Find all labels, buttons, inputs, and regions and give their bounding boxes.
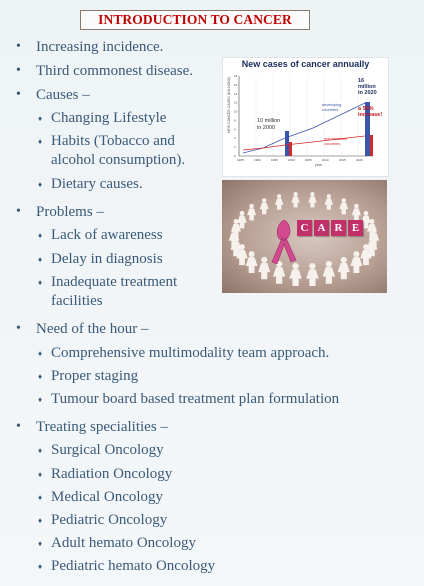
figure-x-tick-label: 2010	[322, 158, 329, 162]
photo-svg	[228, 192, 380, 287]
paper-people-ring	[228, 192, 380, 287]
paper-person	[306, 262, 319, 287]
figure-x-tick-label: 2000	[288, 158, 295, 162]
sub-bullet-multimodality: Comprehensive multimodality team approac…	[38, 344, 329, 363]
sub-bullet-inadequate-cont: facilities	[51, 293, 103, 309]
bullet-need-of-hour: Need of the hour –	[16, 320, 149, 338]
figure-y-tick-label: 12	[234, 101, 238, 105]
figure-label-2020: 16 million in 2020	[358, 78, 377, 96]
sub-bullet-habits-cont: alcohol consumption).	[51, 152, 186, 168]
sub-bullet-awareness: Lack of awareness	[38, 226, 163, 245]
sub-bullet-surgical: Surgical Oncology	[38, 441, 164, 460]
sub-bullet-dietary: Dietary causes.	[38, 175, 143, 194]
paper-person	[308, 192, 317, 208]
figure-y-tick-label: 2	[234, 145, 236, 149]
figure-svg: NEW CANCER CASES (MILLIONS) 0 2 4 6 8 10 12 14 1…	[227, 74, 382, 167]
paper-person	[291, 192, 300, 208]
figure-bar-2000-industrialized	[289, 142, 292, 156]
paper-person	[324, 194, 334, 210]
figure-xlabel: year	[315, 163, 323, 167]
care-ribbon-photo: C A R E	[222, 180, 387, 293]
figure-y-tick-label: 6	[234, 127, 236, 131]
sub-bullet-habits: Habits (Tobacco and	[38, 132, 175, 151]
figure-title: New cases of cancer annually	[241, 59, 370, 69]
figure-line-industrialized	[242, 135, 366, 151]
figure-y-tick-label: 8	[234, 118, 236, 122]
paper-person	[350, 251, 363, 273]
sub-bullet-changing-lifestyle: Changing Lifestyle	[38, 109, 166, 128]
figure-label-2000: 10 million in 2000	[257, 118, 282, 131]
paper-person	[272, 260, 286, 284]
bullet-increasing-incidence: Increasing incidence.	[16, 38, 164, 56]
figure-x-tick-label: 1985	[237, 158, 244, 162]
bullet-causes: Causes –	[16, 86, 90, 104]
paper-person	[360, 244, 372, 266]
figure-ylabel: NEW CANCER CASES (MILLIONS)	[227, 77, 231, 133]
sub-bullet-inadequate: Inadequate treatment	[38, 273, 177, 292]
sub-bullet-pediatric: Pediatric Oncology	[38, 511, 167, 530]
bullet-third-commonest: Third commonest disease.	[16, 62, 193, 80]
paper-person	[337, 256, 350, 280]
sub-bullet-delay: Delay in diagnosis	[38, 250, 163, 269]
figure-y-tick-label: 0	[234, 154, 236, 158]
figure-x-tick-label: 2015	[339, 158, 346, 162]
figure-line-developing	[242, 102, 366, 154]
figure-label-developing: developing countries	[322, 102, 342, 112]
paper-person	[351, 203, 361, 221]
care-letter-r: R	[331, 220, 346, 236]
care-letter-c: C	[297, 220, 312, 236]
paper-person	[339, 198, 349, 215]
figure-bar-2000-developing	[285, 131, 289, 156]
figure-y-tick-label: 16	[234, 83, 238, 87]
figure-x-ticks: 1985 1990 1995 2000 2005 2010 2015 2020	[237, 158, 363, 162]
figure-label-increase: a 50% increase!	[358, 106, 382, 118]
figure-label-industrialized: industrialized countries	[324, 136, 348, 146]
figure-y-tick-label: 14	[234, 92, 238, 96]
figure-x-tick-label: 1990	[254, 158, 261, 162]
figure-bar-2020-industrialized	[370, 135, 373, 156]
slide-title: INTRODUCTION TO CANCER	[98, 12, 292, 27]
paper-person	[366, 218, 377, 238]
pink-ribbon-icon	[271, 219, 297, 265]
cancer-cases-figure: New cases of cancer annually NEW CANCER …	[222, 57, 389, 177]
paper-person	[231, 218, 242, 238]
sub-bullet-radiation: Radiation Oncology	[38, 465, 172, 484]
sub-bullet-medical: Medical Oncology	[38, 488, 163, 507]
sub-bullet-pediatric-hemato: Pediatric hemato Oncology	[38, 557, 215, 576]
paper-person	[259, 198, 269, 215]
sub-bullet-adult-hemato: Adult hemato Oncology	[38, 534, 196, 553]
care-letter-a: A	[314, 220, 329, 236]
paper-person	[289, 262, 302, 287]
figure-x-tick-label: 2005	[305, 158, 312, 162]
paper-person	[258, 256, 271, 280]
bullet-problems: Problems –	[16, 203, 104, 221]
figure-x-tick-label: 2020	[356, 158, 363, 162]
figure-y-tick-label: 10	[234, 110, 238, 114]
figure-y-tick-label: 4	[234, 136, 236, 140]
slide-title-box: INTRODUCTION TO CANCER	[80, 10, 310, 30]
care-letter-e: E	[348, 220, 363, 236]
figure-y-tick-label: 18	[234, 74, 238, 78]
paper-person	[247, 203, 257, 221]
figure-x-tick-label: 1995	[271, 158, 278, 162]
sub-bullet-tumour-board: Tumour board based treatment plan formul…	[38, 390, 339, 409]
paper-person	[274, 194, 284, 210]
figure-y-ticks: 0 2 4 6 8 10 12 14 16 18	[234, 74, 238, 158]
paper-person	[322, 260, 336, 284]
figure-bar-2020-developing	[365, 102, 370, 156]
bullet-treating-specialities: Treating specialities –	[16, 418, 168, 436]
sub-bullet-staging: Proper staging	[38, 367, 138, 386]
paper-person	[245, 251, 258, 273]
